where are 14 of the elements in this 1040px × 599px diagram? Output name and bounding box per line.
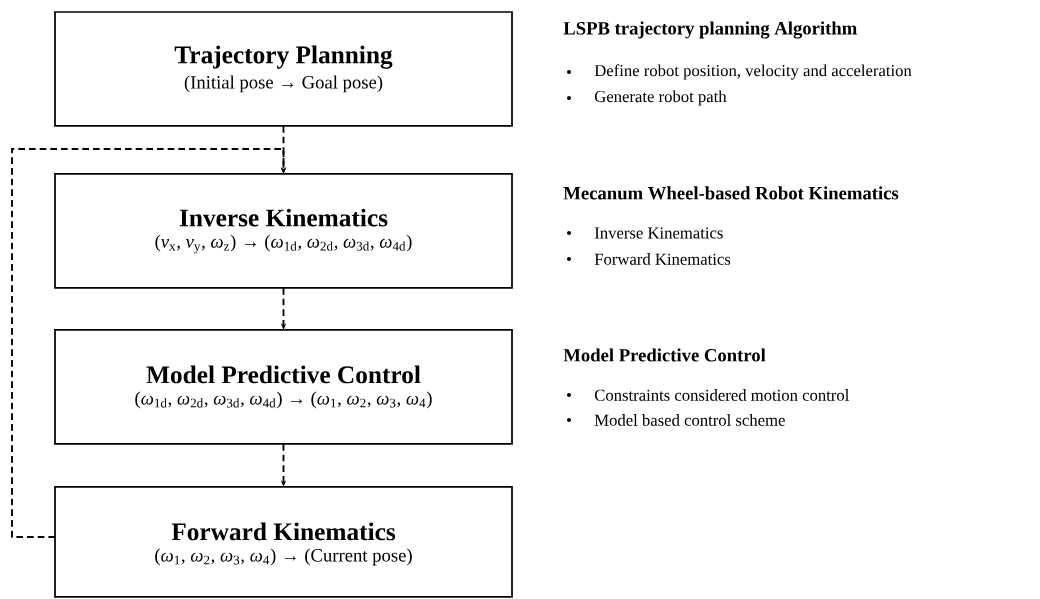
process-box: Model Predictive Control (ω$_{1d}$, ω$_{2d}$, ω$_{3d}$, ω$_{4d}$) → (ω$_{1}$, ω$_{2}$, ω$_{3}$, ω$_{4}$) [54, 329, 513, 445]
bullet-item: Forward Kinematics [567, 253, 731, 265]
process-box: Inverse Kinematics (v$_{x}$, v$_{y}$, ω$_{z}$) → (ω$_{1d}$, ω$_{2d}$, ω$_{3d}$, ω$_{4d}$) [54, 173, 513, 289]
bullet-item: Inverse Kinematics [567, 227, 723, 239]
process-box: Trajectory Planning (Initial pose → Goal pose) [54, 11, 513, 127]
section-heading: Model Predictive Control [563, 348, 766, 362]
section-heading: Mecanum Wheel-based Robot Kinematics [563, 186, 899, 200]
bullet-item: Define robot position, velocity and acceleration [567, 64, 912, 80]
bullet-item: Model based control scheme [567, 414, 785, 426]
arrow [11, 148, 287, 538]
process-box: Forward Kinematics (ω$_{1}$, ω$_{2}$, ω$_{3}$, ω$_{4}$) → (Current pose) [54, 486, 513, 598]
section-heading: LSPB trajectory planning Algorithm [563, 21, 857, 39]
bullet-item: Constraints considered motion control [567, 389, 849, 401]
bullet-item: Generate robot path [567, 90, 727, 106]
